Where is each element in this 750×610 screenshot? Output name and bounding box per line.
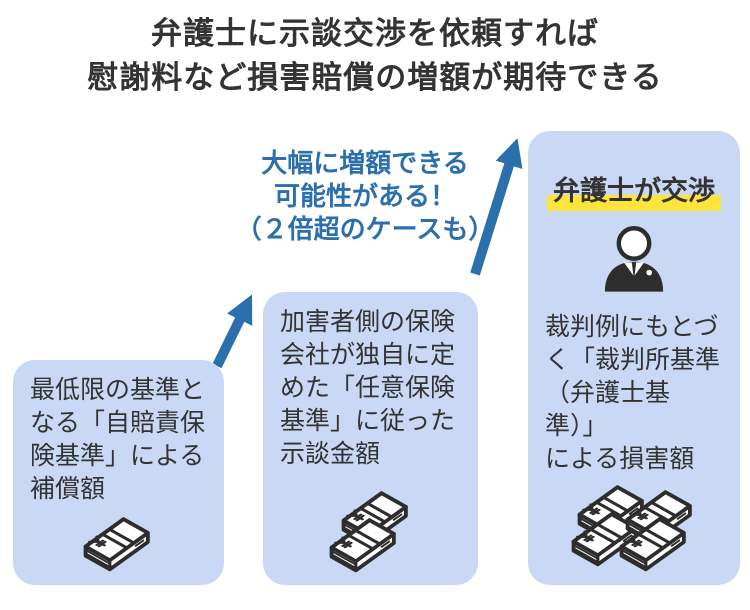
yen-banknote-bundle-icon (81, 507, 157, 571)
yen-banknote-bundle-icon (327, 508, 403, 575)
yellow-highlight: 弁護士が交渉 (547, 169, 721, 211)
page-title: 弁護士に示談交渉を依頼すれば 慰謝料など損害賠償の増額が期待できる (87, 16, 663, 95)
yen-banknote-bundle-icon (327, 481, 415, 571)
yen-banknote-bundle-icon (617, 507, 693, 574)
lawyer-negotiates-heading: 弁護士が交渉 (528, 169, 740, 211)
box-jibaiseki-text: 最低限の基準と なる「自賠責保 険基準」による 補償額 (30, 376, 206, 503)
box-court-standard: 弁護士が交渉 裁判例にもとづ く「裁判所基準 （弁護士基準）」 による損害額 (528, 131, 740, 585)
increase-note: 大幅に増額できる 可能性がある！ （２倍超のケースも） (235, 148, 495, 244)
yen-banknote-bundle-icon (81, 507, 157, 574)
box-nini-hoken-standard: 加害者側の保険 会社が独自に定 めた「任意保険 基準」に従った 示談金額 (263, 292, 478, 585)
lawyer-person-icon (604, 226, 664, 292)
increase-arrow-1 (212, 294, 253, 369)
box-court-standard-text: 裁判例にもとづ く「裁判所基準 （弁護士基準）」 による損害額 (545, 313, 721, 473)
box-jibaiseki-standard: 最低限の基準と なる「自賠責保 険基準」による 補償額 (13, 360, 224, 585)
yen-banknote-bundle-icon (569, 475, 699, 571)
box-nini-hoken-text: 加害者側の保険 会社が独自に定 めた「任意保険 基準」に従った 示談金額 (280, 308, 456, 468)
